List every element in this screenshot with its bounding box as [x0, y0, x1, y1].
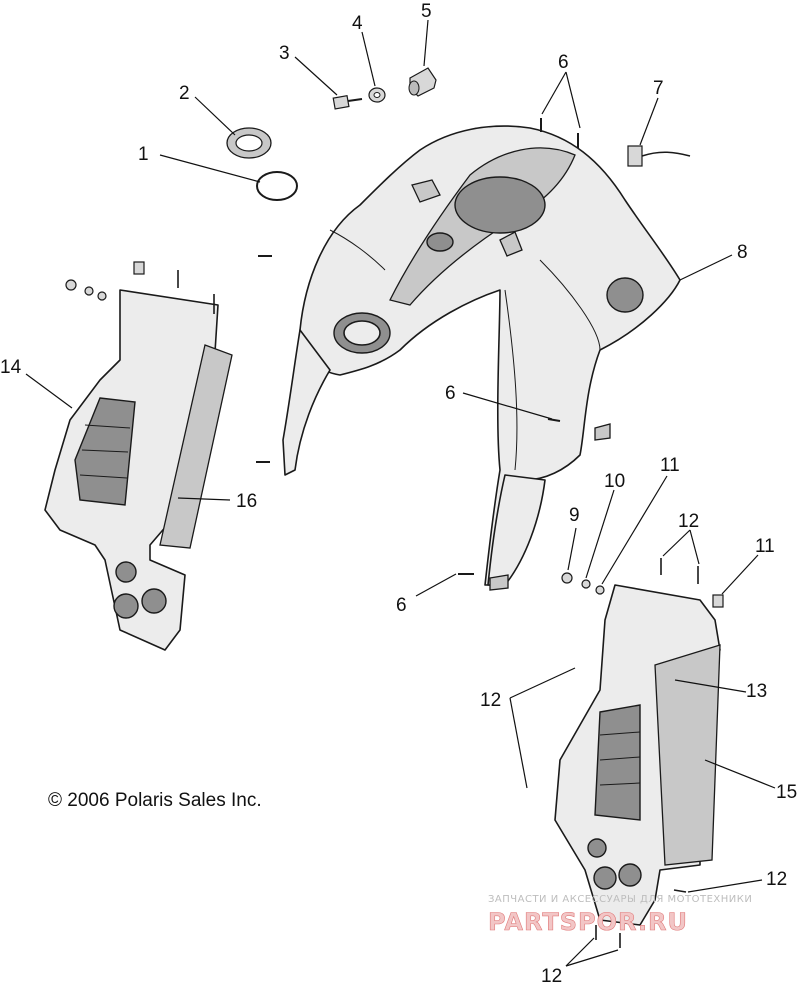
part-label-7: 7 [653, 78, 664, 99]
part-label-6a: 6 [558, 52, 569, 73]
part-label-11a: 11 [660, 455, 680, 476]
part-label-15: 15 [776, 782, 797, 803]
part-label-16: 16 [236, 491, 257, 512]
watermark-site: PARTSPOR.RU [488, 908, 688, 936]
part-label-12b: 12 [480, 690, 501, 711]
screw-parts-top [540, 118, 579, 148]
part-label-2: 2 [179, 83, 190, 104]
part-label-10: 10 [604, 471, 625, 492]
part-label-9: 9 [569, 505, 580, 526]
screw-parts-left [256, 255, 561, 575]
right-side-panel-part [554, 558, 724, 948]
key-part [332, 94, 363, 110]
watermark: ЗАПЧАСТИ И АКСЕССУАРЫ ДЛЯ МОТОТЕХНИКИ PA… [488, 894, 752, 936]
part-label-4: 4 [352, 13, 363, 34]
part-label-14: 14 [0, 357, 22, 378]
watermark-tagline: ЗАПЧАСТИ И АКСЕССУАРЫ ДЛЯ МОТОТЕХНИКИ [488, 894, 752, 905]
hood-console-part [282, 125, 681, 591]
gasket-part [226, 127, 272, 159]
nut-part [368, 87, 386, 103]
part-label-12d: 12 [541, 966, 562, 985]
part-label-1: 1 [138, 144, 149, 165]
connector-part [627, 145, 691, 167]
part-label-11b: 11 [755, 536, 775, 557]
part-label-12c: 12 [766, 869, 787, 890]
switch-knob-part [408, 67, 437, 97]
part-label-8: 8 [737, 242, 748, 263]
part-label-13: 13 [746, 681, 767, 702]
left-side-panel-part [44, 261, 233, 651]
part-label-6c: 6 [396, 595, 407, 616]
leader-lines [25, 19, 776, 967]
part-label-12a: 12 [678, 511, 699, 532]
part-label-3: 3 [279, 43, 290, 64]
part-label-5: 5 [421, 1, 432, 22]
copyright-notice: © 2006 Polaris Sales Inc. [48, 790, 262, 811]
part-label-6b: 6 [445, 383, 456, 404]
o-ring-part [256, 171, 298, 201]
